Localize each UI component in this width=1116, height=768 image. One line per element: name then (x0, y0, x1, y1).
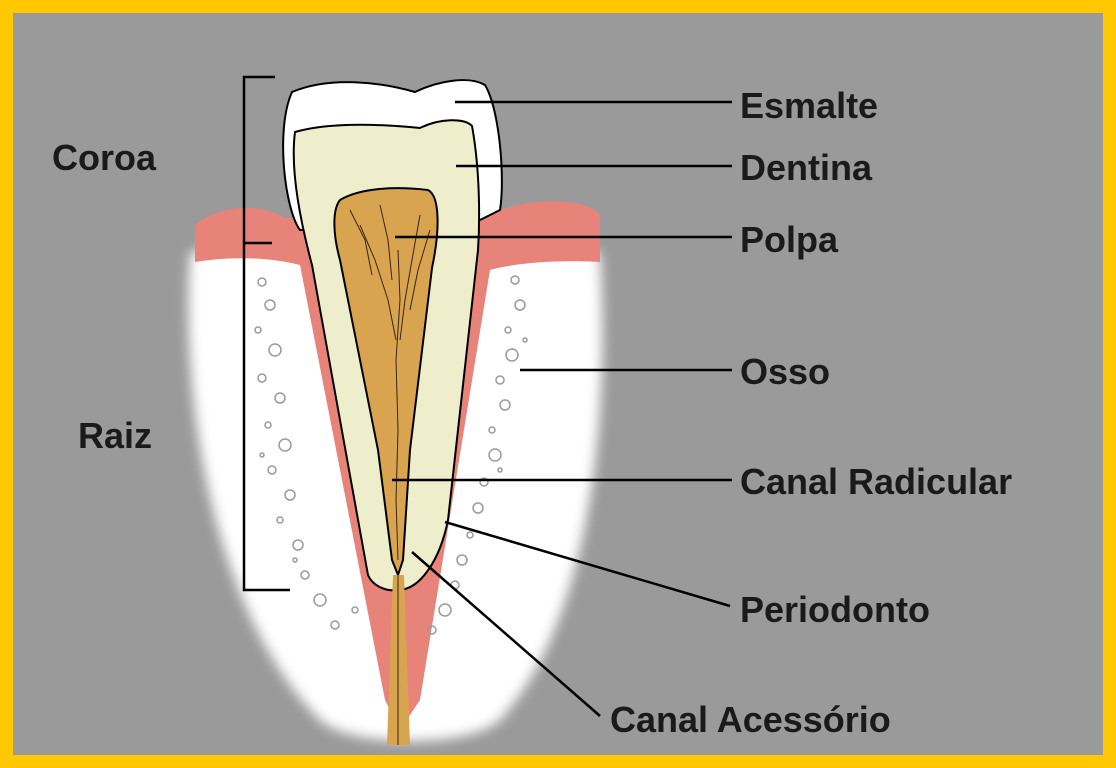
label-canal-radicular: Canal Radicular (740, 464, 1012, 500)
label-periodonto: Periodonto (740, 592, 930, 628)
label-polpa: Polpa (740, 222, 838, 258)
label-dentina: Dentina (740, 150, 872, 186)
label-coroa: Coroa (52, 140, 156, 176)
label-canal-acessorio: Canal Acessório (610, 702, 891, 738)
label-esmalte: Esmalte (740, 88, 878, 124)
label-osso: Osso (740, 354, 830, 390)
label-raiz: Raiz (78, 418, 152, 454)
